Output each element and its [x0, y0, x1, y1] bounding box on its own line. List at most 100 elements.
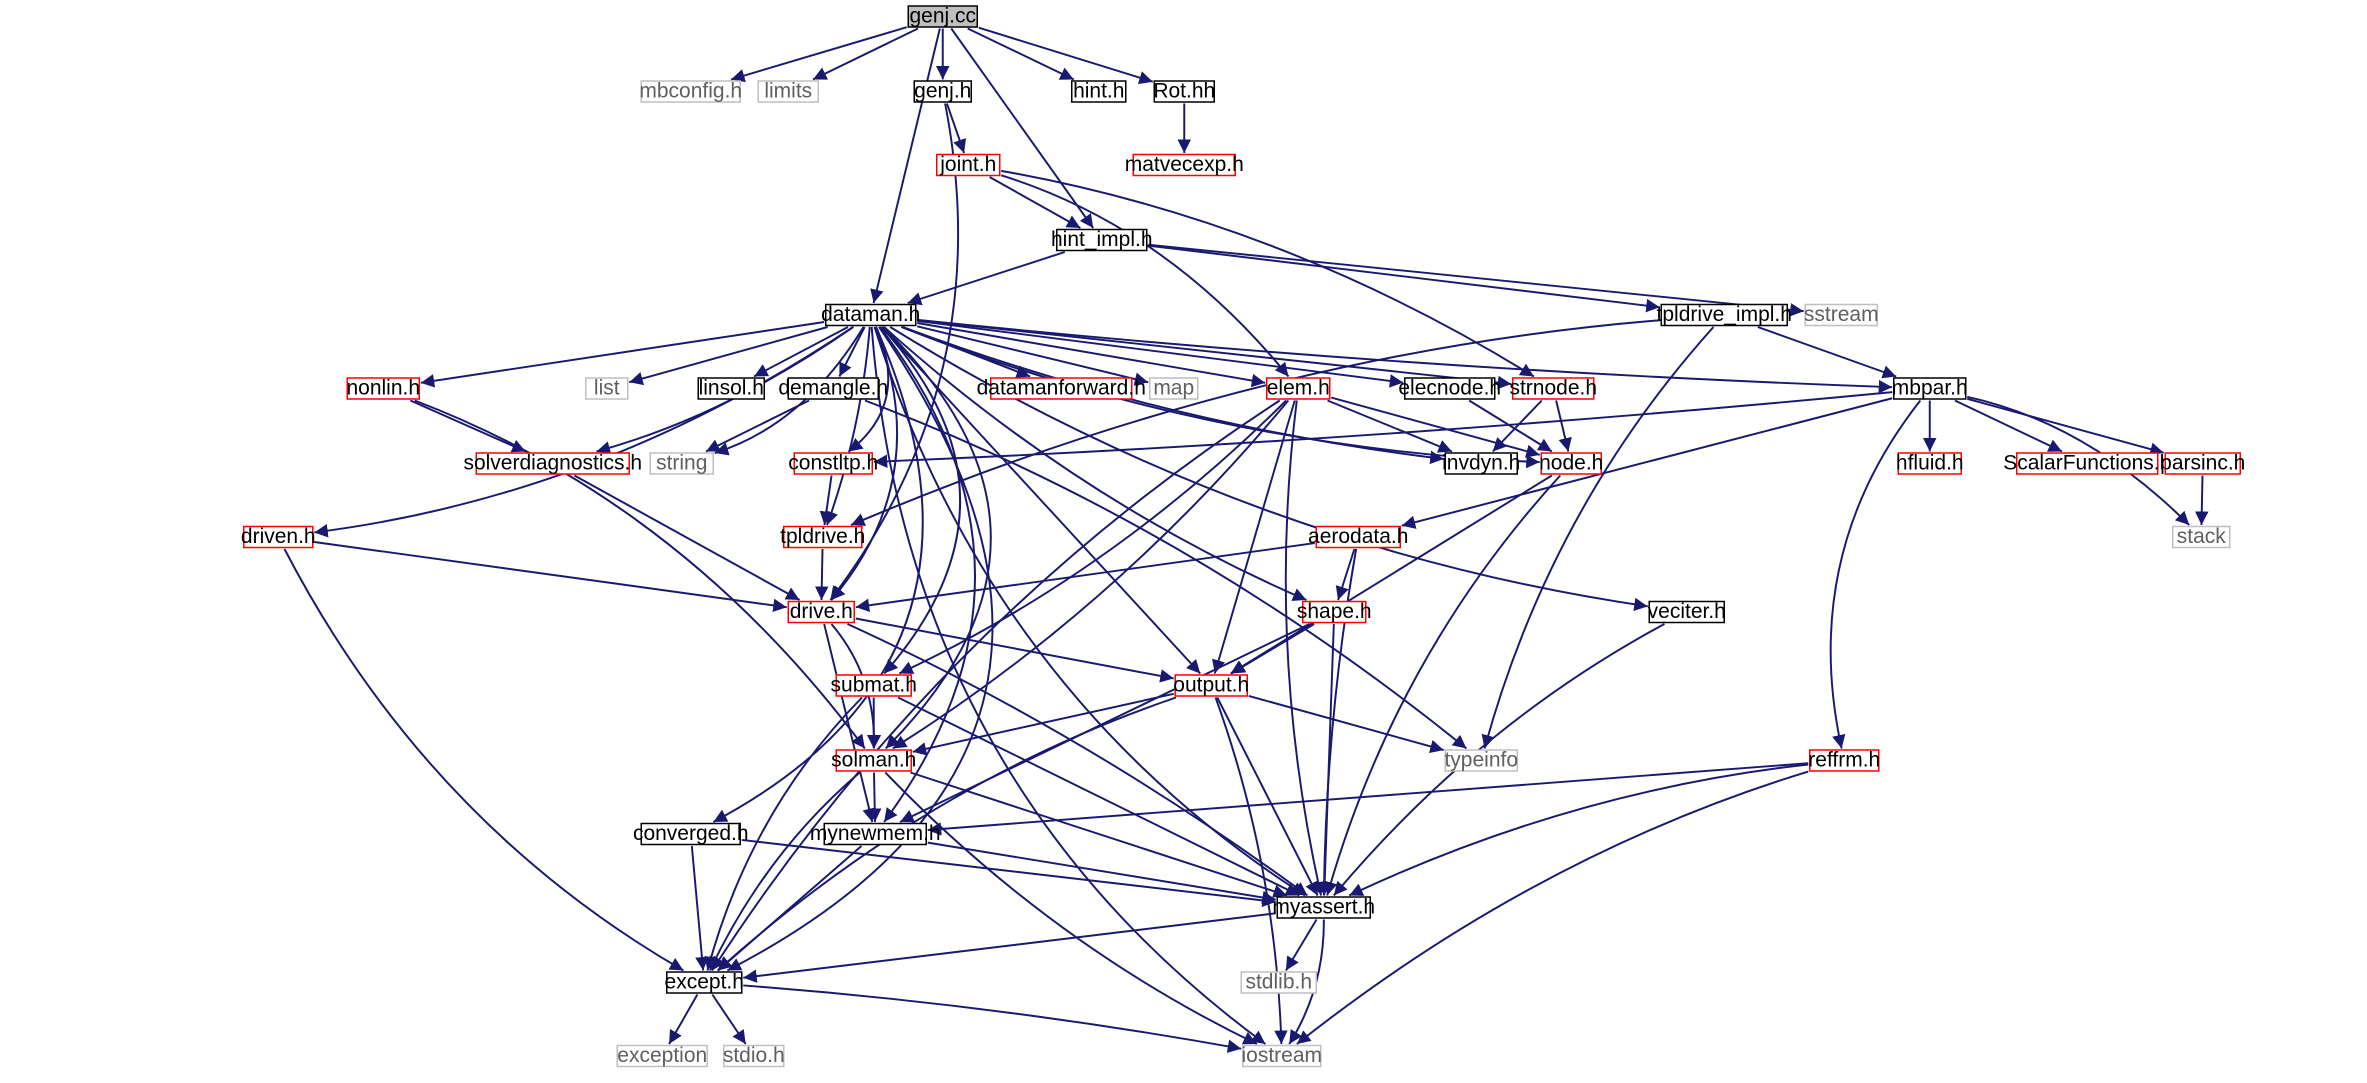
- node-except_h[interactable]: except.h: [665, 971, 744, 994]
- node-shape_h[interactable]: shape.h: [1297, 600, 1372, 624]
- node-drive_h[interactable]: drive.h: [787, 600, 855, 624]
- node-nonlin_h[interactable]: nonlin.h: [346, 377, 420, 400]
- node-box: [346, 377, 420, 400]
- node-hint_h[interactable]: hint.h: [1071, 80, 1127, 103]
- node-box: [1266, 377, 1331, 400]
- node-elem_h[interactable]: elem.h: [1266, 377, 1331, 400]
- node-box: [1648, 600, 1725, 624]
- node-reffrm_h[interactable]: reffrm.h: [1808, 749, 1880, 772]
- edge-elem_h-to-except_h: [711, 399, 1281, 972]
- node-label: except.h: [665, 971, 744, 994]
- edge-reffrm_h-to-iostream: [1296, 770, 1809, 1045]
- node-label: matvecexp.h: [1125, 153, 1244, 176]
- node-label: strnode.h: [1509, 377, 1597, 400]
- node-genj_h[interactable]: genj.h: [913, 80, 972, 103]
- node-box: [835, 674, 912, 697]
- node-typeinfo: typeinfo: [1444, 749, 1518, 772]
- node-rot_hh[interactable]: Rot.hh: [1153, 80, 1215, 103]
- edge-elem_h-to-invdyn_h: [1327, 399, 1453, 453]
- edge-mbpar_h-to-aerodata_h: [1401, 397, 1893, 529]
- node-label: elecnode.h: [1398, 377, 1501, 400]
- node-solverdiagnostics_h[interactable]: solverdiagnostics.h: [463, 452, 642, 475]
- node-veciter_h[interactable]: veciter.h: [1648, 600, 1726, 624]
- node-genj_cc[interactable]: genj.cc: [907, 5, 978, 28]
- node-label: genj.cc: [909, 5, 976, 28]
- edge-dataman_h-to-mynewmem_h: [879, 326, 976, 823]
- node-box: [1404, 377, 1496, 400]
- edge-mbpar_h-to-parsinc_h: [1966, 397, 2165, 456]
- node-map: map: [1149, 377, 1199, 400]
- node-converged_h[interactable]: converged.h: [633, 822, 749, 846]
- edge-genj_cc-to-hint_impl_h: [950, 27, 1095, 229]
- node-label: Rot.hh: [1153, 80, 1215, 103]
- node-sstream: sstream: [1804, 303, 1879, 327]
- node-box: [1132, 153, 1236, 177]
- edge-solman_h-to-except_h: [709, 771, 861, 971]
- node-label: list: [594, 377, 620, 400]
- node-label: myassert.h: [1272, 896, 1375, 919]
- node-label: tpldrive_impl.h: [1657, 303, 1792, 326]
- node-box: [823, 822, 927, 846]
- edge-dataman_h-to-solman_h: [882, 326, 992, 750]
- node-output_h[interactable]: output.h: [1173, 674, 1249, 697]
- node-box: [723, 1044, 785, 1068]
- node-tpldrive_impl_h[interactable]: tpldrive_impl.h: [1657, 303, 1792, 327]
- node-submat_h[interactable]: submat.h: [831, 674, 917, 697]
- edge-myassert_h-to-stdlib_h: [1285, 918, 1318, 972]
- node-myassert_h[interactable]: myassert.h: [1272, 896, 1375, 919]
- node-box: [1174, 674, 1248, 697]
- node-label: string: [656, 452, 707, 475]
- node-dataman_h[interactable]: dataman.h: [821, 303, 920, 327]
- node-box: [666, 971, 743, 994]
- node-hint_impl_h[interactable]: hint_impl.h: [1051, 228, 1153, 252]
- node-strnode_h[interactable]: strnode.h: [1509, 377, 1597, 400]
- node-box: [640, 80, 741, 103]
- node-label: mbconfig.h: [639, 80, 742, 103]
- node-joint_h[interactable]: joint.h: [936, 153, 1001, 177]
- node-box: [1315, 525, 1401, 549]
- node-matvecexp_h[interactable]: matvecexp.h: [1125, 153, 1244, 177]
- node-node_h[interactable]: node.h: [1539, 452, 1603, 475]
- node-mynewmem_h[interactable]: mynewmem.h: [810, 822, 941, 846]
- node-box: [2164, 452, 2241, 475]
- edge-shape_h-to-mynewmem_h: [899, 623, 1310, 823]
- node-label: dataman.h: [821, 303, 920, 326]
- edge-veciter_h-to-myassert_h: [1333, 623, 1665, 897]
- edge-hint_impl_h-to-sstream: [1148, 243, 1804, 317]
- edge-solverdiagnostics_h-to-drive_h: [573, 474, 801, 601]
- node-label: output.h: [1173, 674, 1249, 697]
- node-stdio_h: stdio.h: [723, 1044, 785, 1068]
- node-tpldrive_h[interactable]: tpldrive.h: [780, 525, 865, 549]
- node-aerodata_h[interactable]: aerodata.h: [1308, 525, 1408, 549]
- node-label: stdio.h: [723, 1044, 785, 1067]
- node-solman_h[interactable]: solman.h: [831, 749, 916, 772]
- node-hfluid_h[interactable]: hfluid.h: [1896, 452, 1964, 475]
- edge-submat_h-to-myassert_h: [897, 696, 1300, 897]
- node-invdyn_h[interactable]: invdyn.h: [1442, 452, 1520, 475]
- edge-genj_cc-to-limits: [812, 27, 919, 81]
- node-label: typeinfo: [1444, 749, 1518, 772]
- edge-genj_cc-to-hint_h: [967, 27, 1075, 81]
- node-box: [616, 1044, 708, 1068]
- edge-mynewmem_h-to-myassert_h: [927, 841, 1276, 905]
- node-box: [697, 377, 765, 400]
- edge-dataman_h-to-except_h: [726, 326, 994, 972]
- node-elecnode_h[interactable]: elecnode.h: [1398, 377, 1501, 400]
- node-driven_h[interactable]: driven.h: [241, 525, 316, 549]
- edge-elem_h-to-submat_h: [898, 399, 1287, 675]
- node-demangle_h[interactable]: demangle.h: [778, 377, 888, 400]
- edge-output_h-to-except_h: [716, 696, 1177, 972]
- node-list: list: [585, 377, 629, 400]
- node-label: limits: [764, 80, 812, 103]
- edge-shape_h-to-output_h: [1230, 623, 1315, 675]
- node-scalarfunctions_h[interactable]: ScalarFunctions.h: [2003, 452, 2171, 475]
- node-linsol_h[interactable]: linsol.h: [697, 377, 765, 400]
- edge-demangle_h-to-string: [705, 399, 810, 453]
- node-datamanforward_h[interactable]: datamanforward.h: [977, 377, 1146, 400]
- node-label: veciter.h: [1648, 600, 1726, 623]
- node-mbpar_h[interactable]: mbpar.h: [1892, 377, 1968, 400]
- node-constltp_h[interactable]: constltp.h: [788, 452, 878, 475]
- edge-joint_h-to-hint_impl_h: [989, 176, 1081, 229]
- edge-node_h-to-myassert_h: [1324, 474, 1562, 896]
- node-parsinc_h[interactable]: parsinc.h: [2160, 452, 2245, 475]
